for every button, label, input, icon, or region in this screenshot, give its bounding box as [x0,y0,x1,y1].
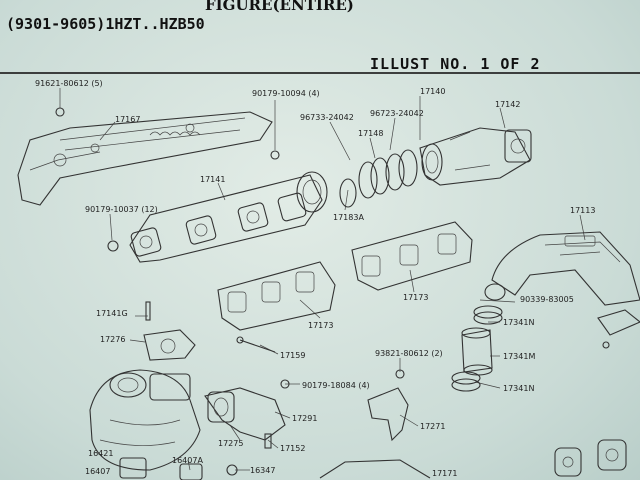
label-17140: 17140 [420,87,445,96]
label-90179-18084: 90179-18084 (4) [302,381,370,390]
label-16347: 16347 [250,466,275,475]
label-96733: 96733-24042 [300,113,354,122]
label-17148: 17148 [358,129,383,138]
label-96723: 96723-24042 [370,109,424,118]
label-17271: 17271 [420,422,445,431]
intake-pipe-part [484,231,640,306]
label-17142: 17142 [495,100,520,109]
leader-lines [59,88,586,471]
label-17173-left: 17173 [308,321,333,330]
label-17341n-lower: 17341N [503,384,534,393]
exhaust-elbow-part [204,379,290,449]
ring-gaskets-part [339,149,418,208]
label-17341m: 17341M [503,352,535,361]
figure-title: FIGURE(ENTIRE) [205,0,354,14]
label-16407a: 16407A [172,456,203,465]
label-93821: 93821-80612 (2) [375,349,443,358]
heat-insulator-part [17,107,273,206]
bracket-part [367,369,409,442]
model-applicability: (9301-9605)1HZT..HZB50 [6,15,205,33]
label-16407: 16407 [85,467,110,476]
label-17152: 17152 [280,444,305,453]
label-17167: 17167 [115,115,140,124]
label-17291: 17291 [292,414,317,423]
label-17171: 17171 [432,469,457,478]
label-17183a: 17183A [333,213,364,222]
label-90179-10094: 90179-10094 (4) [252,89,320,98]
illustration-number: ILLUST NO. 1 OF 2 [370,55,541,73]
label-17341n-upper: 17341N [503,318,534,327]
label-90179-10037: 90179-10037 (12) [85,205,158,214]
label-90339: 90339-83005 [520,295,574,304]
exhaust-pipe-part [419,127,532,186]
bottom-parts [119,457,431,480]
label-16421: 16421 [88,449,113,458]
manifold-gasket-left [217,261,336,331]
hose-and-clamps-part [451,305,503,392]
turbocharger-part [89,369,201,471]
label-17141g: 17141G [96,309,128,318]
stud-and-flange-gasket [143,301,276,361]
label-17173-right: 17173 [403,293,428,302]
manifold-gasket-right [351,221,473,291]
header-divider [0,72,640,74]
part-labels: 91621-80612 (5) 17167 90179-10094 (4) 17… [35,79,595,478]
exploded-parts-diagram: 91621-80612 (5) 17167 90179-10094 (4) 17… [17,79,640,480]
label-17113: 17113 [570,206,595,215]
exhaust-manifold-part [107,150,328,263]
label-91621: 91621-80612 (5) [35,79,103,88]
small-gaskets-right [554,309,640,477]
label-17276: 17276 [100,335,125,344]
label-17141: 17141 [200,175,225,184]
label-17159: 17159 [280,351,305,360]
label-17275: 17275 [218,439,243,448]
